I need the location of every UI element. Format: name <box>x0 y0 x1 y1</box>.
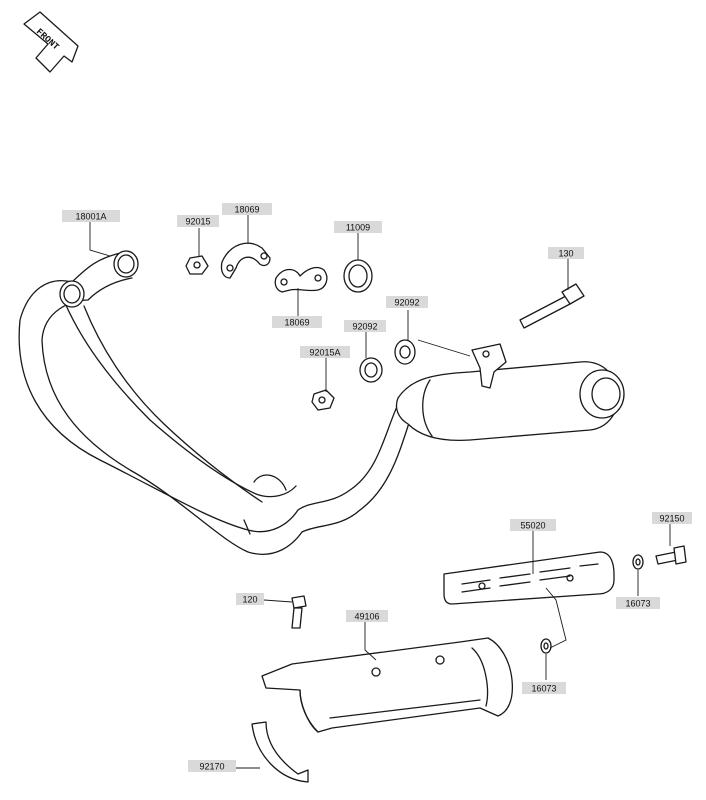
callout-box <box>510 519 556 531</box>
callout-92092-b: 92092 <box>344 320 386 332</box>
callout-box <box>548 247 584 259</box>
part-number-label: 18069 <box>234 205 259 215</box>
bolt-130[interactable] <box>519 283 585 329</box>
exhaust-header-pipe[interactable] <box>18 250 411 555</box>
cover-55020[interactable] <box>443 551 615 605</box>
washer-16073-lower[interactable] <box>540 638 552 654</box>
callout-92092-a: 92092 <box>386 296 428 308</box>
holder-18069-lower[interactable] <box>274 266 328 293</box>
callout-92150: 92150 <box>652 512 692 524</box>
damper-92092-lower[interactable] <box>359 357 383 383</box>
part-number-label: 11009 <box>346 223 370 233</box>
part-number-label: 55020 <box>520 521 545 531</box>
muffler[interactable] <box>395 343 625 442</box>
callout-box <box>62 210 120 222</box>
damper-92092-upper[interactable] <box>394 339 416 365</box>
front-arrow-icon: FRONT <box>23 11 79 73</box>
part-number-label: 49106 <box>354 612 379 622</box>
callout-18001A: 18001A <box>62 210 120 222</box>
callout-box <box>236 593 264 605</box>
callout-box <box>346 610 388 622</box>
callout-box <box>616 597 660 609</box>
callout-box <box>652 512 692 524</box>
callout-92015A: 92015A <box>300 346 350 358</box>
protector-49106[interactable] <box>261 637 514 733</box>
gasket-11009[interactable] <box>343 259 373 293</box>
callout-11009: 11009 <box>334 221 382 233</box>
bolt-120[interactable] <box>291 595 307 629</box>
part-number-label: 130 <box>558 249 573 259</box>
part-number-label: 92015 <box>185 217 210 227</box>
bolt-92150[interactable] <box>655 545 687 565</box>
nut-92015[interactable] <box>185 255 209 275</box>
callout-18069-b: 18069 <box>272 316 322 328</box>
part-number-label: 16073 <box>625 599 650 609</box>
callout-18069-a: 18069 <box>222 203 272 215</box>
callout-92015: 92015 <box>177 215 219 227</box>
callout-labels: 18001A 92015 18069 18069 11009 92092 92092 9201… <box>62 203 692 772</box>
callout-16073-a: 16073 <box>616 597 660 609</box>
band-92170[interactable] <box>251 721 309 783</box>
callout-49106: 49106 <box>346 610 388 622</box>
part-number-label: 92150 <box>659 514 684 524</box>
callout-box <box>386 296 428 308</box>
callout-92170: 92170 <box>188 760 236 772</box>
callout-box <box>188 760 236 772</box>
part-number-label: 92092 <box>394 298 419 308</box>
callout-box <box>222 203 272 215</box>
part-number-label: 18069 <box>284 318 309 328</box>
part-number-label: 16073 <box>531 684 556 694</box>
callout-box <box>300 346 350 358</box>
callout-box <box>344 320 386 332</box>
callout-130: 130 <box>548 247 584 259</box>
callout-box <box>177 215 219 227</box>
nut-92015A[interactable] <box>311 389 335 411</box>
callout-box <box>522 682 566 694</box>
part-number-label: 92092 <box>352 322 377 332</box>
callout-55020: 55020 <box>510 519 556 531</box>
callout-box <box>272 316 322 328</box>
washer-16073-upper[interactable] <box>632 554 644 570</box>
callout-box <box>334 221 382 233</box>
part-number-label: 92015A <box>309 348 340 358</box>
part-number-label: 92170 <box>199 762 224 772</box>
holder-18069-upper[interactable] <box>220 242 271 279</box>
leader-lines <box>89 214 671 769</box>
callout-120: 120 <box>236 593 264 605</box>
part-number-label: 18001A <box>75 212 106 222</box>
part-number-label: 120 <box>242 595 257 605</box>
callout-16073-b: 16073 <box>522 682 566 694</box>
